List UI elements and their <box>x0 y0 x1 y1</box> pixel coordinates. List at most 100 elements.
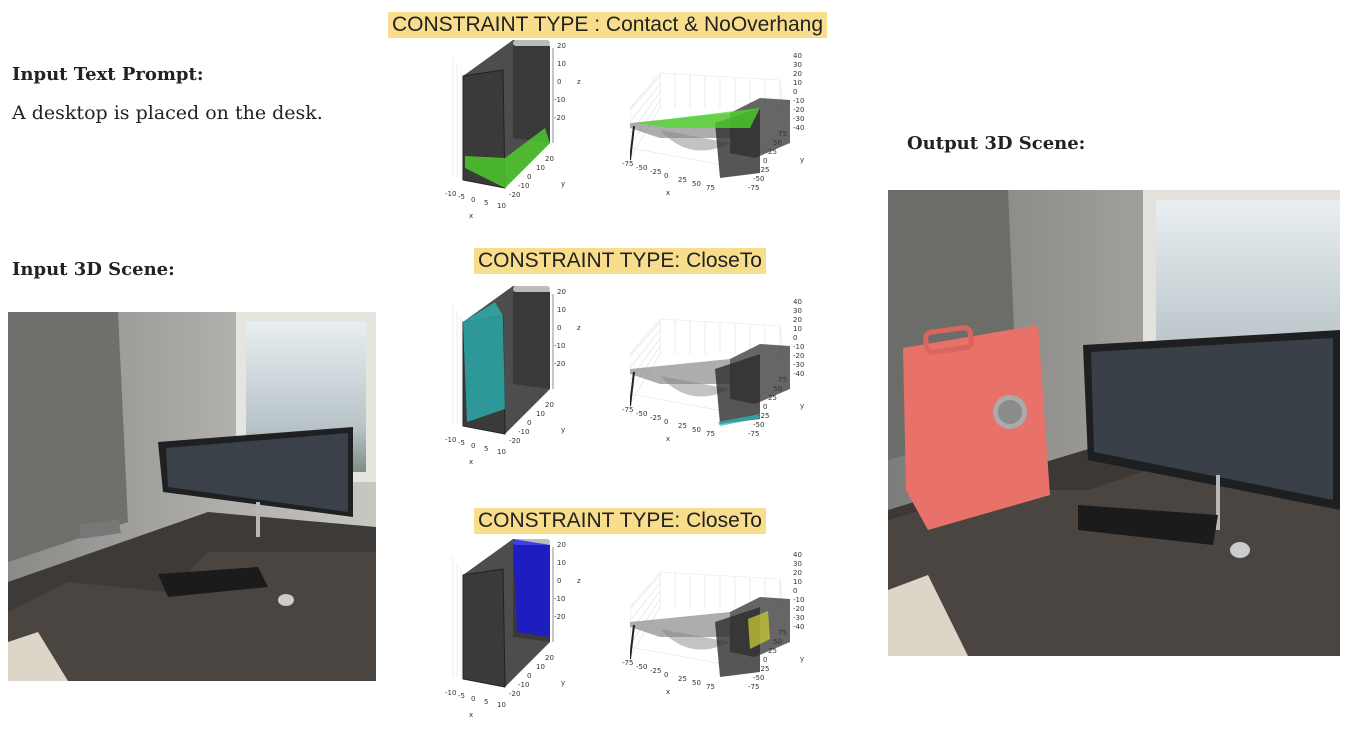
x-tick-label: 75 <box>706 430 715 438</box>
y-tick-label: 0 <box>763 656 768 664</box>
y-axis-label: y <box>561 679 566 687</box>
z-tick-label: 0 <box>557 324 562 332</box>
tower-highlight-region <box>463 302 505 422</box>
y-axis-label: y <box>800 655 805 663</box>
y-tick-label: 10 <box>536 410 545 418</box>
y-tick-label: -50 <box>753 421 765 429</box>
z-tick-label: -10 <box>554 595 566 603</box>
y-tick-label: -25 <box>758 665 770 673</box>
x-tick-label: -75 <box>622 659 634 667</box>
tower-highlight-region <box>513 539 550 637</box>
x-axis-label: x <box>469 458 474 466</box>
desk-apron <box>660 376 730 397</box>
x-tick-label: -5 <box>458 193 465 201</box>
input-prompt-text: A desktop is placed on the desk. <box>12 102 323 124</box>
grid-line <box>630 582 661 622</box>
z-tick-label: 30 <box>793 307 802 315</box>
grid-line <box>630 321 661 357</box>
z-tick-label: -30 <box>793 361 805 369</box>
x-tick-label: 75 <box>706 683 715 691</box>
z-tick-label: 40 <box>793 52 802 60</box>
z-tick-label: 10 <box>793 578 802 586</box>
z-tick-label: -20 <box>554 613 566 621</box>
placed-desktop <box>903 325 1050 530</box>
z-tick-label: -20 <box>793 605 805 613</box>
z-tick-label: -10 <box>793 97 805 105</box>
z-tick-label: 20 <box>557 541 566 549</box>
y-tick-label: 20 <box>545 654 554 662</box>
z-tick-label: 10 <box>557 60 566 68</box>
x-tick-label: 10 <box>497 448 506 456</box>
y-tick-label: 10 <box>536 663 545 671</box>
x-tick-label: 5 <box>484 445 489 453</box>
tower-front <box>462 568 506 688</box>
x-tick-label: 25 <box>678 176 687 184</box>
z-tick-label: 20 <box>793 70 802 78</box>
constraint-type-label: CONSTRAINT TYPE: CloseTo <box>474 248 766 274</box>
y-tick-label: 75 <box>778 629 787 637</box>
z-axis-label: z <box>577 78 581 86</box>
x-tick-label: 75 <box>706 184 715 192</box>
z-tick-label: -40 <box>793 623 805 631</box>
x-tick-label: -5 <box>458 692 465 700</box>
z-tick-label: 0 <box>557 577 562 585</box>
y-tick-label: -20 <box>509 437 521 445</box>
z-tick-label: -10 <box>554 96 566 104</box>
z-tick-label: 40 <box>793 551 802 559</box>
x-axis-label: x <box>666 189 671 197</box>
y-axis-label: y <box>561 426 566 434</box>
x-axis-label: x <box>469 212 474 220</box>
y-tick-label: 0 <box>763 157 768 165</box>
desk-apron <box>660 629 730 650</box>
z-tick-label: -30 <box>793 614 805 622</box>
desk-top <box>630 359 730 384</box>
z-tick-label: -20 <box>554 114 566 122</box>
z-tick-label: 20 <box>793 316 802 324</box>
grid-line <box>630 83 661 123</box>
y-axis-label: y <box>800 156 805 164</box>
x-axis-label: x <box>666 435 671 443</box>
y-tick-label: 25 <box>768 394 777 402</box>
y-tick-label: -10 <box>518 428 530 436</box>
z-tick-label: -10 <box>554 342 566 350</box>
z-tick-label: 30 <box>793 61 802 69</box>
constraint-type-label: CONSTRAINT TYPE : Contact & NoOverhang <box>388 12 828 38</box>
z-tick-label: 20 <box>557 288 566 296</box>
y-tick-label: -20 <box>509 191 521 199</box>
x-tick-label: -25 <box>650 168 662 176</box>
z-tick-label: 0 <box>793 587 798 595</box>
desk-highlight-region <box>748 611 770 649</box>
x-axis-label: x <box>469 711 474 719</box>
x-tick-label: -25 <box>650 667 662 675</box>
desk-top <box>630 612 730 637</box>
y-axis-label: y <box>561 180 566 188</box>
x-tick-label: 25 <box>678 422 687 430</box>
z-tick-label: 0 <box>793 88 798 96</box>
x-tick-label: 0 <box>664 172 669 180</box>
z-tick-label: 40 <box>793 298 802 306</box>
y-tick-label: 20 <box>545 155 554 163</box>
grid-line <box>630 329 661 369</box>
y-tick-label: 20 <box>545 401 554 409</box>
y-axis-label: y <box>800 402 805 410</box>
y-tick-label: 50 <box>773 385 782 393</box>
x-tick-label: 0 <box>471 442 476 450</box>
y-tick-label: -50 <box>753 674 765 682</box>
constraint-type-label: CONSTRAINT TYPE: CloseTo <box>474 508 766 534</box>
grid-line <box>630 574 661 610</box>
tower-handle <box>513 40 550 46</box>
x-tick-label: -50 <box>636 410 648 418</box>
z-tick-label: 20 <box>793 569 802 577</box>
z-tick-label: 0 <box>557 78 562 86</box>
y-tick-label: 0 <box>527 419 532 427</box>
z-tick-label: 0 <box>793 334 798 342</box>
z-axis-label: z <box>577 577 581 585</box>
z-tick-label: -20 <box>554 360 566 368</box>
input-scene-image <box>8 312 376 681</box>
x-tick-label: 10 <box>497 701 506 709</box>
x-tick-label: 0 <box>664 418 669 426</box>
input-prompt-heading: Input Text Prompt: <box>12 64 204 85</box>
z-tick-label: 10 <box>793 325 802 333</box>
